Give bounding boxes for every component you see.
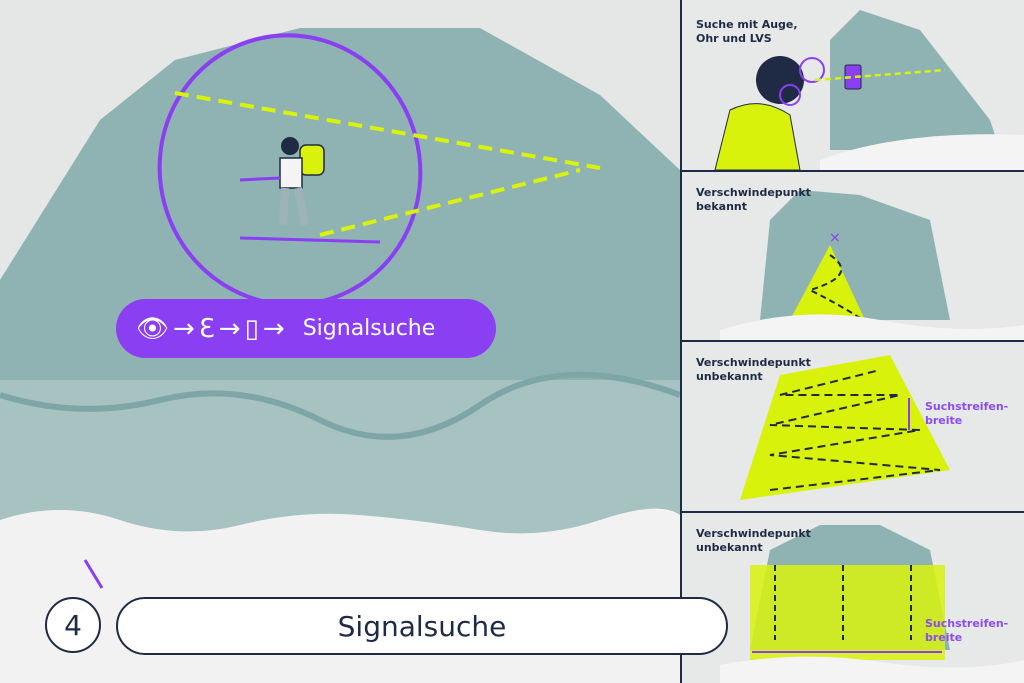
probe-icon	[83, 559, 104, 589]
transceiver-icon: ▯	[244, 313, 259, 344]
zigzag-search-path	[769, 369, 941, 491]
panel1-searcher	[714, 103, 801, 171]
label-line: Ohr und LVS	[696, 32, 772, 45]
ear-icon: ℇ	[198, 313, 215, 344]
note-line: breite	[925, 414, 963, 427]
search-path	[807, 254, 861, 319]
label-line: Verschwindepunkt	[696, 527, 811, 540]
label-line: unbekannt	[696, 541, 763, 554]
label-line: unbekannt	[696, 370, 763, 383]
label-line: Verschwindepunkt	[696, 186, 811, 199]
panel1-head	[756, 56, 804, 104]
signal-search-pill: 👁 → ℇ → ▯ → Signalsuche	[116, 299, 496, 358]
ear-highlight	[779, 84, 801, 106]
panel1-snow	[820, 134, 1024, 170]
panel4-snow	[720, 656, 1024, 683]
signal-search-label: Signalsuche	[302, 316, 436, 341]
note-line: Suchstreifen-	[925, 400, 1009, 413]
snow-foreground	[0, 508, 680, 683]
step-number: 4	[45, 597, 101, 653]
label-line: Verschwindepunkt	[696, 356, 811, 369]
note-line: breite	[925, 631, 963, 644]
panel-4-note: Suchstreifen-breite	[925, 617, 1008, 645]
panel-3-note: Suchstreifen-breite	[925, 400, 1008, 428]
label-line: Suche mit Auge,	[696, 18, 798, 31]
eye-icon: 👁	[136, 313, 170, 344]
arrow-right-icon: →	[218, 313, 241, 344]
skier-figure	[239, 137, 381, 244]
sight-line	[319, 168, 581, 237]
sight-line	[174, 91, 601, 170]
eye-highlight	[799, 57, 825, 83]
panel2-search-zone	[790, 245, 865, 320]
panel1-mountain	[830, 10, 1000, 150]
debris-edge	[0, 371, 682, 440]
panel2-snow	[720, 314, 1024, 340]
sight-line	[814, 68, 946, 82]
label-line: bekannt	[696, 200, 747, 213]
arrow-right-icon: →	[262, 313, 285, 344]
page-title: Signalsuche	[116, 597, 728, 655]
panel4-search-zone	[750, 565, 945, 660]
arrow-right-icon: →	[173, 313, 195, 344]
note-line: Suchstreifen-	[925, 617, 1009, 630]
panel-1-label: Suche mit Auge,Ohr und LVS	[696, 18, 798, 46]
burial-point-marker: ×	[829, 230, 841, 246]
